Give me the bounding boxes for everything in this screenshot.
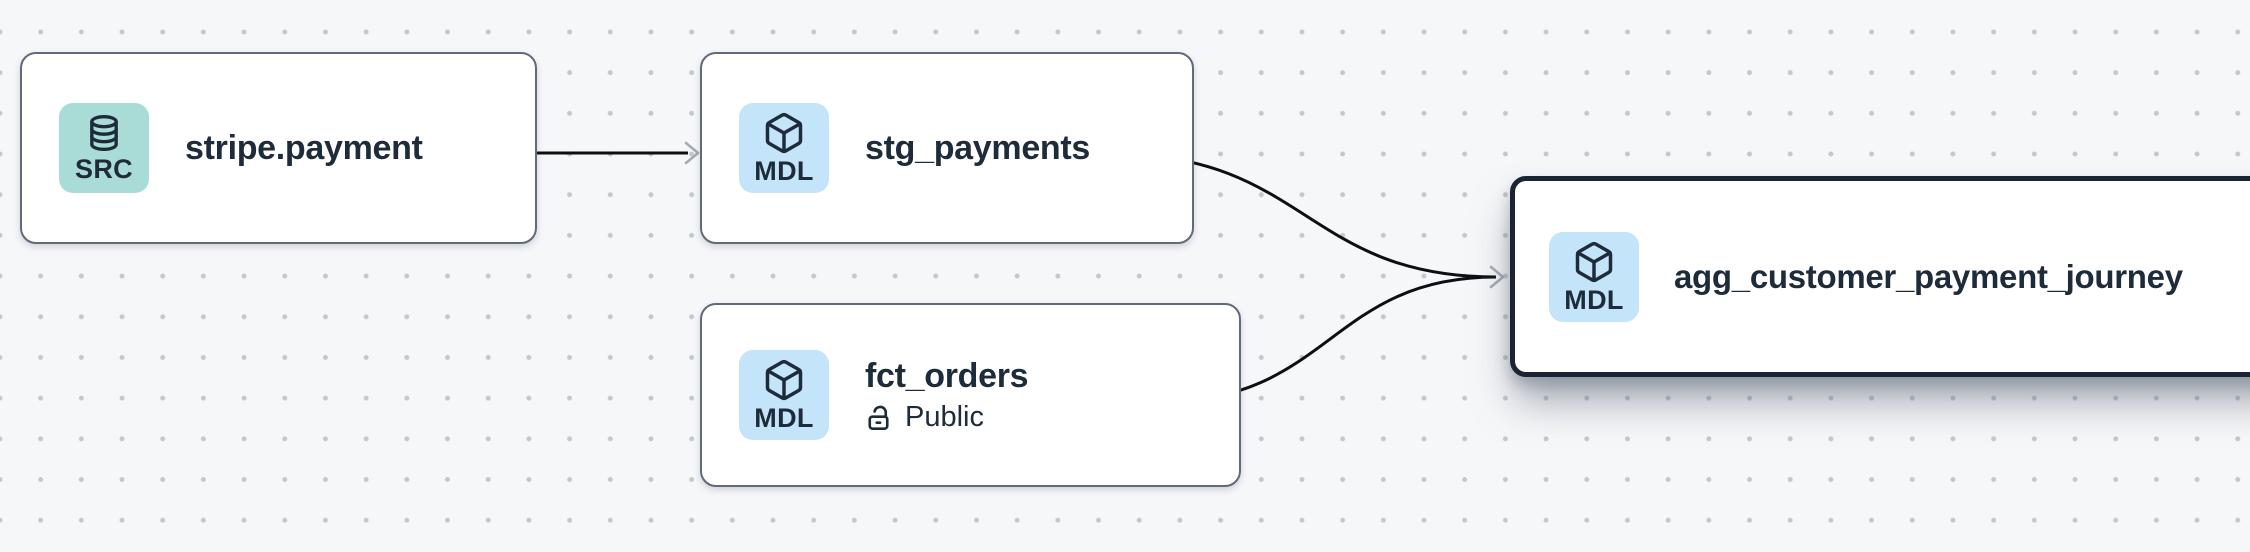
badge-label: SRC	[75, 154, 133, 184]
node-stg-payments[interactable]: MDL stg_payments	[700, 52, 1194, 244]
model-badge: MDL	[739, 103, 829, 193]
cube-icon	[762, 358, 806, 402]
badge-label: MDL	[754, 156, 814, 186]
arrowhead-icon	[684, 141, 700, 165]
node-stripe-payment[interactable]: SRC stripe.payment	[20, 52, 537, 244]
badge-label: MDL	[1564, 284, 1624, 315]
node-agg-customer-payment-journey[interactable]: MDL agg_customer_payment_journey	[1510, 176, 2250, 377]
node-title: stg_payments	[865, 128, 1091, 167]
cube-icon	[1572, 240, 1616, 284]
arrowhead-icon	[1489, 265, 1505, 289]
access-badge: Public	[865, 400, 1028, 434]
cube-icon	[762, 111, 806, 155]
database-icon	[84, 113, 124, 153]
lock-open-icon	[865, 403, 895, 433]
node-title: stripe.payment	[185, 128, 423, 167]
badge-label: MDL	[754, 403, 814, 433]
node-title: agg_customer_payment_journey	[1674, 257, 2183, 295]
node-fct-orders[interactable]: MDL fct_orders Public	[700, 303, 1241, 487]
node-title: fct_orders	[865, 357, 1029, 396]
model-badge: MDL	[739, 350, 829, 440]
model-badge: MDL	[1549, 231, 1639, 322]
source-badge: SRC	[59, 103, 149, 193]
access-label: Public	[905, 400, 984, 433]
